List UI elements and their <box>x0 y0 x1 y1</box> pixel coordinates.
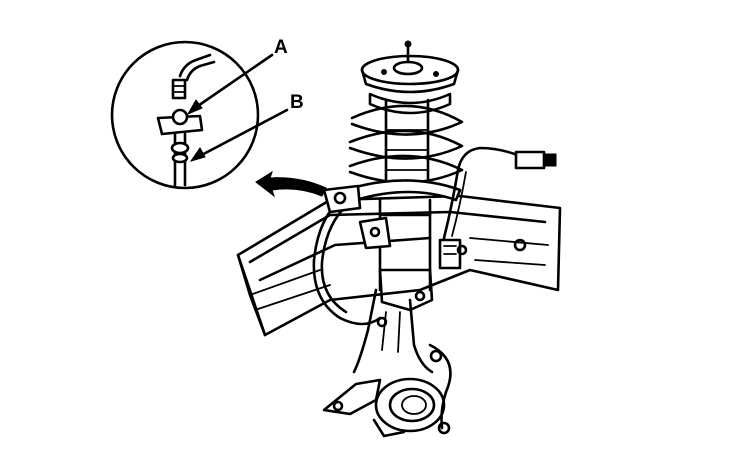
callout-label-b: B <box>290 92 304 113</box>
direction-arrow <box>255 170 327 198</box>
arrow-a-line <box>190 53 274 112</box>
arrow-b-line <box>194 108 289 160</box>
lower-subframe <box>236 194 562 337</box>
abs-connector <box>514 150 546 170</box>
hose-bracket <box>322 184 362 214</box>
abs-sensor-wire <box>438 146 557 270</box>
inset-brake-line <box>178 53 212 78</box>
inset-clip <box>171 108 189 126</box>
strut-mount <box>360 54 460 86</box>
inset-circle <box>110 40 260 190</box>
callout-label-a: A <box>274 37 288 58</box>
detail-inset <box>110 40 260 190</box>
brake-hose <box>312 184 382 326</box>
steering-knuckle <box>322 268 452 438</box>
strut-assembly <box>348 40 464 292</box>
inset-flare-nut <box>171 78 187 100</box>
callout-arrows <box>186 53 289 162</box>
